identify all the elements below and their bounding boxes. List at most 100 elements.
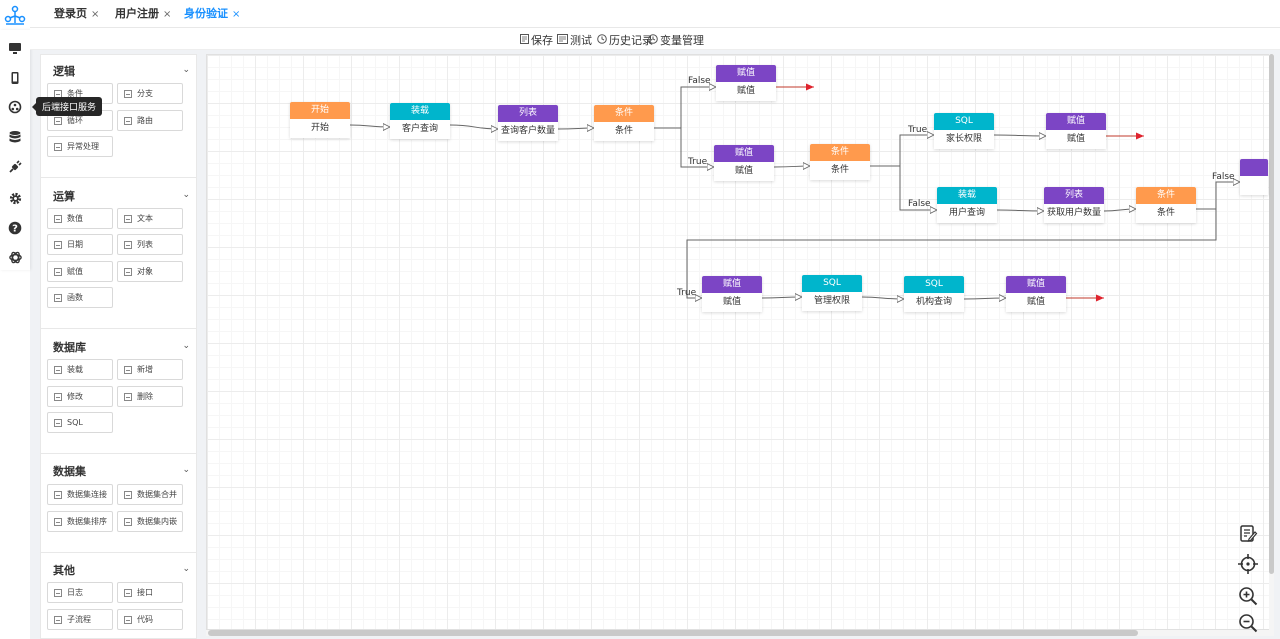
flow-node-condition[interactable]: 条件条件 xyxy=(1136,187,1196,223)
node-icon xyxy=(124,490,132,499)
zoom-out-icon[interactable] xyxy=(1236,611,1260,635)
palette-item[interactable]: 路由 xyxy=(117,110,183,131)
chevron-down-icon[interactable]: ⌄ xyxy=(182,190,190,200)
save-button[interactable]: 保存 xyxy=(520,32,553,48)
section-title: 数据库 xyxy=(53,341,86,354)
node-icon xyxy=(54,365,62,374)
flow-node-list[interactable]: 列表获取用户数量 xyxy=(1044,187,1104,223)
node-icon xyxy=(124,615,132,624)
flow-node-condition[interactable]: 条件条件 xyxy=(594,105,654,141)
variables-button[interactable]: 变量管理 xyxy=(648,32,704,48)
flow-node-assign[interactable]: 赋值赋值 xyxy=(1046,113,1106,149)
palette-item[interactable]: 代码 xyxy=(117,609,183,630)
flow-node-list[interactable]: 列表查询客户数量 xyxy=(498,105,558,141)
palette-item[interactable]: 异常处理 xyxy=(47,136,113,157)
tab-user-register[interactable]: 用户注册× xyxy=(115,0,171,28)
chevron-down-icon[interactable]: ⌄ xyxy=(182,465,190,475)
flow-node-assign[interactable]: 赋值赋值 xyxy=(702,276,762,312)
flow-node-load[interactable]: 装载客户查询 xyxy=(390,103,450,139)
chevron-down-icon[interactable]: ⌄ xyxy=(182,564,190,574)
node-label: 赋值 xyxy=(702,293,762,312)
tab-identity-verify[interactable]: 身份验证× xyxy=(184,0,240,28)
monitor-icon[interactable] xyxy=(5,38,25,58)
palette-item[interactable]: 数据集排序 xyxy=(47,511,113,532)
flow-node-assign-partial[interactable] xyxy=(1240,159,1268,195)
palette-item[interactable]: 文本 xyxy=(117,208,183,229)
palette-item-label: 子流程 xyxy=(67,615,91,624)
app-logo-icon[interactable] xyxy=(3,3,27,27)
flow-canvas[interactable] xyxy=(206,54,1274,630)
palette-item-label: 数据集排序 xyxy=(67,517,107,526)
node-icon xyxy=(124,392,132,401)
scroll-thumb[interactable] xyxy=(208,630,1138,636)
toolbar: 保存 测试 历史记录 变量管理 xyxy=(30,28,1280,50)
close-icon[interactable]: × xyxy=(232,9,241,20)
openai-icon[interactable] xyxy=(5,247,25,267)
flow-node-condition[interactable]: 条件条件 xyxy=(810,144,870,180)
save-icon xyxy=(520,33,529,47)
vertical-scrollbar[interactable] xyxy=(1269,54,1274,630)
chevron-down-icon[interactable]: ⌄ xyxy=(182,341,190,351)
palette-item-label: 文本 xyxy=(137,214,153,223)
mobile-icon[interactable] xyxy=(5,68,25,88)
palette-item-label: 装载 xyxy=(67,365,83,374)
node-type: 装载 xyxy=(390,103,450,120)
palette-item[interactable]: 接口 xyxy=(117,582,183,603)
help-icon[interactable]: ? xyxy=(5,218,25,238)
edit-note-icon[interactable] xyxy=(1236,522,1260,546)
palette-item[interactable]: 数据集内嵌 xyxy=(117,511,183,532)
node-label: 查询客户数量 xyxy=(498,122,558,141)
tab-login-page[interactable]: 登录页× xyxy=(54,0,99,28)
palette-item[interactable]: 装载 xyxy=(47,359,113,380)
flow-node-assign[interactable]: 赋值赋值 xyxy=(714,145,774,181)
flow-node-load[interactable]: 装载用户查询 xyxy=(937,187,997,223)
palette-item[interactable]: 赋值 xyxy=(47,261,113,282)
palette-item[interactable]: 日期 xyxy=(47,234,113,255)
palette-item-label: 日志 xyxy=(67,588,83,597)
test-button[interactable]: 测试 xyxy=(557,32,592,48)
flow-node-start[interactable]: 开始开始 xyxy=(290,102,350,138)
locate-center-icon[interactable] xyxy=(1236,552,1260,576)
palette-item-label: 函数 xyxy=(67,293,83,302)
history-button[interactable]: 历史记录 xyxy=(597,32,653,48)
palette-item[interactable]: 子流程 xyxy=(47,609,113,630)
node-type xyxy=(1240,159,1268,176)
palette-item[interactable]: 修改 xyxy=(47,386,113,407)
palette-item-label: 路由 xyxy=(137,116,153,125)
close-icon[interactable]: × xyxy=(91,9,100,20)
palette-item[interactable]: 函数 xyxy=(47,287,113,308)
palette-item-label: 数值 xyxy=(67,214,83,223)
palette-item[interactable]: 删除 xyxy=(117,386,183,407)
plug-icon[interactable] xyxy=(5,157,25,177)
palette-item[interactable]: 数据集合并 xyxy=(117,484,183,505)
horizontal-scrollbar[interactable] xyxy=(206,630,1274,636)
palette-item[interactable]: 分支 xyxy=(117,83,183,104)
scroll-thumb[interactable] xyxy=(1269,54,1274,574)
node-type: SQL xyxy=(934,113,994,130)
zoom-in-icon[interactable] xyxy=(1236,584,1260,608)
palette-item[interactable]: 对象 xyxy=(117,261,183,282)
palette-item-label: 列表 xyxy=(137,240,153,249)
flow-node-assign[interactable]: 赋值赋值 xyxy=(716,65,776,101)
palette-item[interactable]: 新增 xyxy=(117,359,183,380)
section-title: 运算 xyxy=(53,190,75,203)
gear-icon[interactable] xyxy=(5,188,25,208)
close-icon[interactable]: × xyxy=(163,9,172,20)
palette-item[interactable]: 日志 xyxy=(47,582,113,603)
node-label: 赋值 xyxy=(716,82,776,101)
node-icon xyxy=(124,365,132,374)
palette-item[interactable]: 列表 xyxy=(117,234,183,255)
section-title: 逻辑 xyxy=(53,65,75,78)
palette-item[interactable]: 数值 xyxy=(47,208,113,229)
palette-item[interactable]: SQL xyxy=(47,412,113,433)
api-service-icon[interactable] xyxy=(5,97,25,117)
flow-node-assign[interactable]: 赋值赋值 xyxy=(1006,276,1066,312)
database-icon[interactable] xyxy=(5,127,25,147)
palette-item-label: 数据集内嵌 xyxy=(137,517,177,526)
chevron-down-icon[interactable]: ⌄ xyxy=(182,65,190,75)
palette-item[interactable]: 数据集连接 xyxy=(47,484,113,505)
palette-item-label: 修改 xyxy=(67,392,83,401)
